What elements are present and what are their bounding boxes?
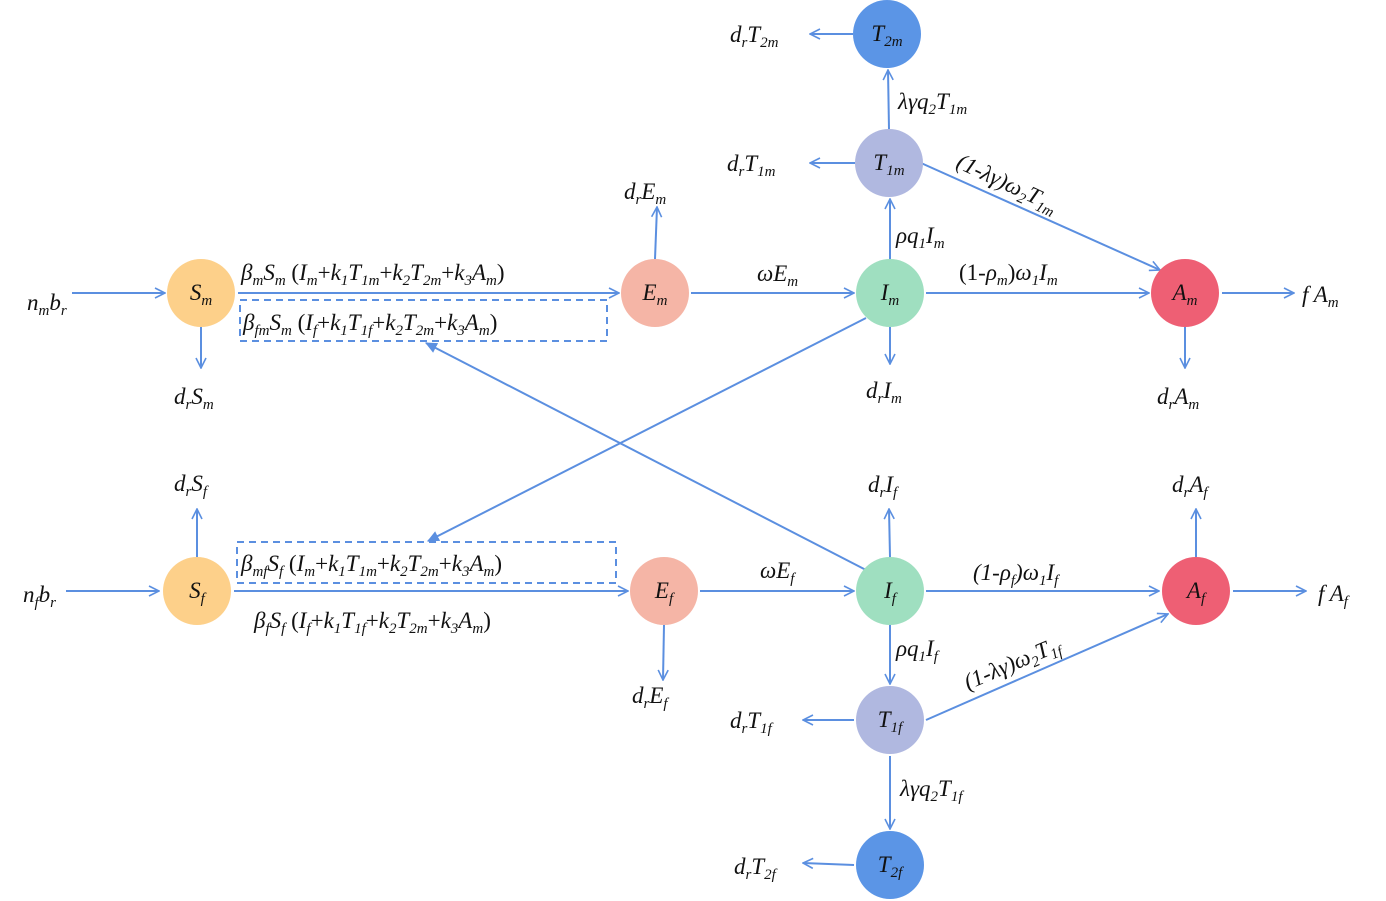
node-T1f-circle (856, 686, 924, 754)
label-infect-mm: βmSm (Im+k1T1m+k2T2m+k3Am) (240, 260, 505, 289)
label-inflow-f: nfbr (23, 582, 56, 611)
label-infect-ff: βfSf (If+k1T1f+k2T2m+k3Am) (253, 608, 491, 637)
label-death-Sf: drSf (174, 471, 209, 500)
node-Im-label: Im (880, 280, 900, 309)
node-Am: Am (1151, 259, 1219, 327)
Im-cross-arrow (427, 317, 867, 542)
label-treat-If: ρq1If (895, 636, 940, 665)
node-Am-label: Am (1171, 280, 1198, 309)
node-T2f-label: T2f (878, 852, 904, 881)
node-Em-circle (621, 259, 689, 327)
node-Af-label: Af (1185, 578, 1207, 607)
label-prog-Em: ωEm (757, 261, 798, 290)
node-T1m-label: T1m (873, 150, 904, 179)
node-T1f: T1f (856, 686, 924, 754)
node-Sm-label: Sm (190, 280, 213, 309)
node-T2f: T2f (856, 831, 924, 899)
label-inflow-m: nmbr (27, 290, 67, 319)
node-If-circle (856, 557, 924, 625)
node-T2m: T2m (853, 0, 921, 68)
label-out-Af: f Af (1318, 581, 1350, 610)
node-Im-circle (856, 259, 924, 327)
T1m-Am-arrow (920, 162, 1160, 270)
node-Sf-circle (163, 557, 231, 625)
label-death-Ef: drEf (632, 683, 669, 712)
label-out-Am: f Am (1302, 282, 1339, 311)
node-Sf-label: Sf (189, 578, 207, 607)
node-Em-label: Em (642, 280, 668, 309)
node-Ef-circle (630, 557, 698, 625)
node-Sm: Sm (167, 259, 235, 327)
node-Ef-label: Ef (654, 578, 675, 607)
node-T1m: T1m (855, 129, 923, 197)
label-death-Af: drAf (1172, 472, 1209, 501)
node-T2m-label: T2m (871, 21, 902, 50)
label-infect-fm: βfmSm (If+k1T1f+k2T2m+k3Am) (242, 310, 497, 339)
node-Em: Em (621, 259, 689, 327)
node-Am-circle (1151, 259, 1219, 327)
label-death-Am: drAm (1157, 384, 1199, 413)
Em-death-arrow (655, 207, 657, 260)
node-Im: Im (856, 259, 924, 327)
label-death-Em: drEm (624, 179, 666, 208)
node-Af: Af (1162, 557, 1230, 625)
node-T1f-label: T1f (878, 707, 904, 736)
label-death-Im: drIm (866, 378, 902, 407)
label-death-Sm: drSm (174, 384, 214, 413)
label-death-T2f: drT2f (734, 854, 778, 883)
label-prog-Ef: ωEf (760, 558, 796, 587)
label-treat-T1f-T2f: λγq2T1f (899, 776, 964, 805)
label-treat-T1m-T2m: λγq2T1m (897, 89, 967, 118)
node-T2m-circle (853, 0, 921, 68)
Ef-death-arrow (663, 624, 664, 680)
node-Sm-circle (167, 259, 235, 327)
infect-fm-box (239, 299, 608, 342)
node-If-label: If (883, 578, 898, 607)
node-T2f-circle (856, 831, 924, 899)
T1f-Af-arrow (925, 614, 1168, 721)
label-prog-If-Af: (1-ρf)ω1If (973, 560, 1060, 589)
node-T1m-circle (855, 129, 923, 197)
infect-mf-box (236, 541, 617, 584)
label-infect-mf: βmfSf (Im+k1T1m+k2T2m+k3Am) (240, 551, 502, 580)
label-death-If: drIf (868, 472, 899, 501)
T2f-death-arrow (803, 863, 855, 865)
If-cross-arrow (425, 342, 867, 571)
label-death-T1f: drT1f (730, 708, 774, 737)
node-If: If (856, 557, 924, 625)
T1m-T2m-arrow (888, 70, 889, 130)
label-death-T1m: drT1m (727, 151, 776, 180)
If-death-arrow (889, 509, 890, 558)
node-Ef: Ef (630, 557, 698, 625)
label-prog-Im-Am: (1-ρm)ω1Im (959, 260, 1058, 289)
node-Af-circle (1162, 557, 1230, 625)
label-death-T2m: drT2m (730, 22, 779, 51)
node-Sf: Sf (163, 557, 231, 625)
label-treat-Im: ρq1Im (895, 223, 945, 252)
